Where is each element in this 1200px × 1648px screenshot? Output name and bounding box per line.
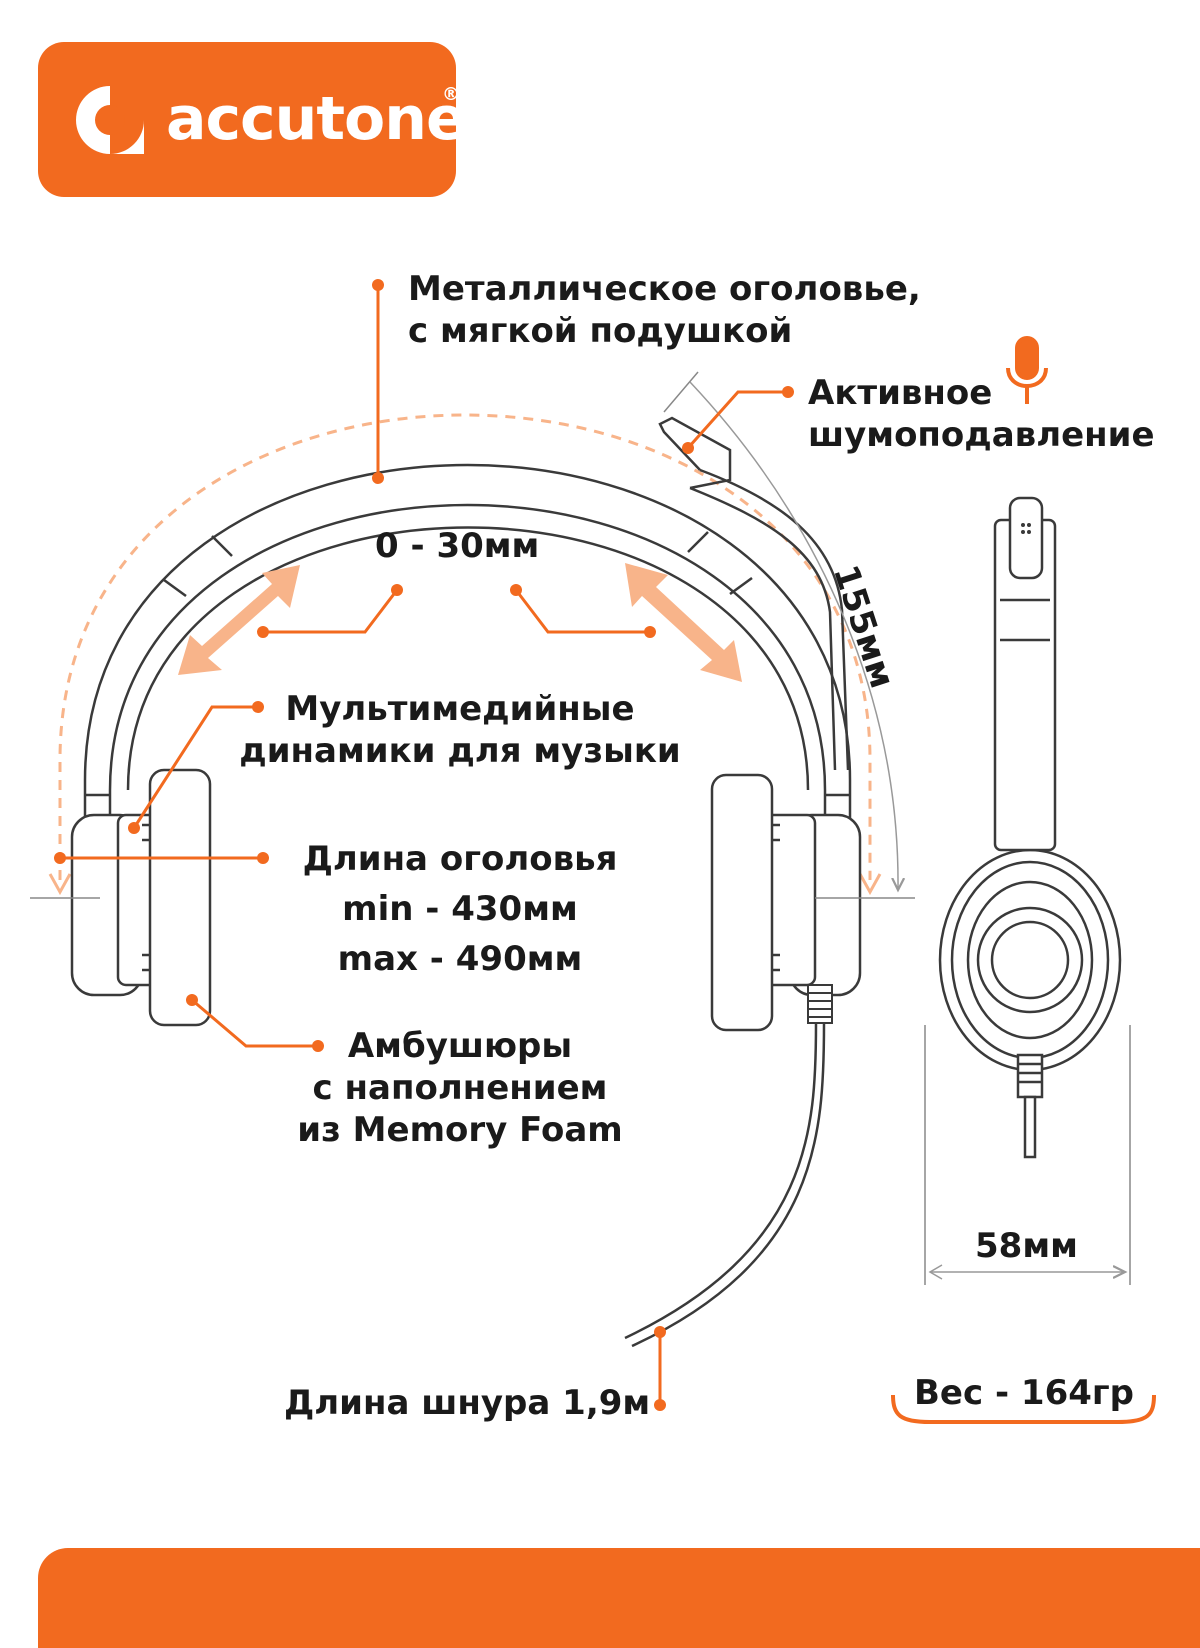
weight-label: Вес - 164гр xyxy=(914,1373,1134,1413)
headband-length-max: max - 490мм xyxy=(337,939,583,979)
bottom-bar xyxy=(38,1548,1200,1648)
microphone-icon xyxy=(1006,336,1048,404)
arc-arrow-right xyxy=(858,873,882,896)
headband-label-line1: Металлическое оголовье, xyxy=(408,269,921,309)
right-ear-cup xyxy=(710,773,862,1032)
adjust-arrows xyxy=(178,563,742,682)
brand-name: accutone xyxy=(166,84,467,154)
cable-length-label: Длина шнура 1,9м xyxy=(284,1383,651,1423)
headband-length-min: min - 430мм xyxy=(342,889,578,929)
cushions-label-line3: из Memory Foam xyxy=(297,1110,623,1150)
headband-label-line2: с мягкой подушкой xyxy=(408,311,793,351)
arc-arrow-left xyxy=(48,873,72,896)
headband xyxy=(83,463,852,940)
cushions-label-line1: Амбушюры xyxy=(347,1026,573,1066)
accutone-logo-icon xyxy=(76,86,144,154)
brand-logo: accutone ® xyxy=(38,42,467,197)
speakers-label-line1: Мультимедийные xyxy=(285,689,635,729)
adjust-range-label: 0 - 30мм xyxy=(375,526,540,566)
cable xyxy=(624,984,833,1348)
callout-dots xyxy=(54,279,794,1411)
registered-mark: ® xyxy=(442,84,460,105)
headband-length-title: Длина оголовья xyxy=(302,839,618,879)
headset-drawing xyxy=(30,279,1156,1424)
mic-boom xyxy=(658,416,850,771)
speakers-label-line2: динамики для музыки xyxy=(239,731,681,771)
side-view-headset xyxy=(938,496,1122,1159)
headband-length-arc xyxy=(58,413,872,880)
noise-label-line2: шумоподавление xyxy=(808,415,1155,455)
noise-label-line1: Активное xyxy=(808,373,993,413)
left-ear-cup xyxy=(70,768,212,1027)
width-dimension-label: 58мм xyxy=(975,1226,1078,1266)
callout-lines xyxy=(60,285,1156,1424)
cushions-label-line2: с наполнением xyxy=(312,1068,608,1108)
